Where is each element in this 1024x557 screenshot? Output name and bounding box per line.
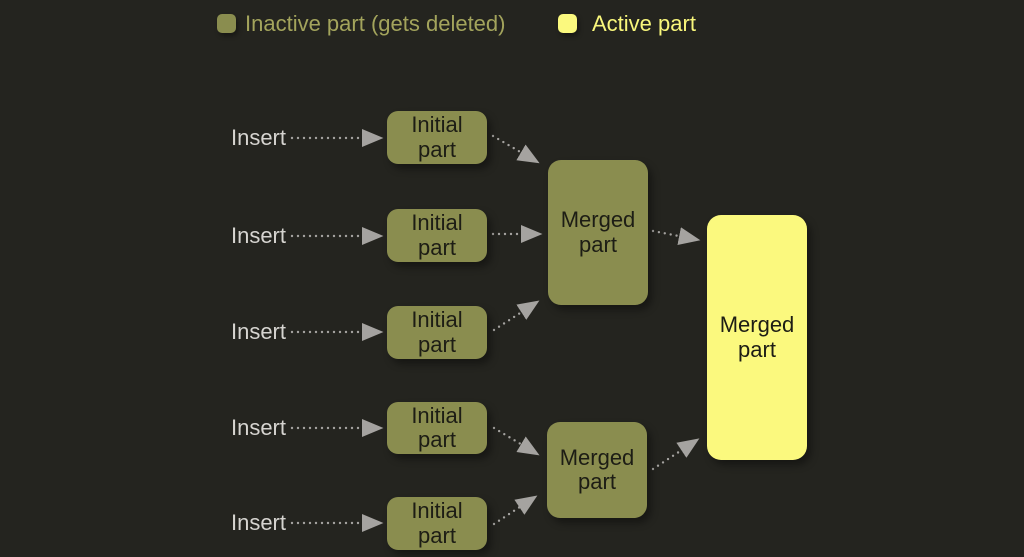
initial-part-box: Initial part xyxy=(387,497,487,550)
insert-label: Insert xyxy=(230,223,286,248)
merged-part-box-final: Merged part xyxy=(707,215,807,460)
insert-label: Insert xyxy=(230,319,286,344)
arrow xyxy=(492,426,540,456)
inactive-part-label: Inactive part (gets deleted) xyxy=(245,11,506,36)
insert-label: Insert xyxy=(230,415,286,440)
arrow xyxy=(492,495,538,526)
active-part-swatch xyxy=(558,14,577,33)
initial-part-box: Initial part xyxy=(387,209,487,262)
arrow xyxy=(651,438,700,471)
inactive-part-swatch xyxy=(217,14,236,33)
insert-label: Insert xyxy=(230,125,286,150)
merged-part-box-top: Merged part xyxy=(548,160,648,305)
merged-part-box-bottom: Merged part xyxy=(547,422,647,518)
arrow xyxy=(491,134,540,164)
initial-part-box: Initial part xyxy=(387,111,487,164)
initial-part-box: Initial part xyxy=(387,306,487,359)
active-part-label: Active part xyxy=(592,11,696,36)
initial-part-box: Initial part xyxy=(387,402,487,454)
arrow xyxy=(492,300,540,332)
insert-label: Insert xyxy=(230,510,286,535)
arrow xyxy=(651,227,701,246)
